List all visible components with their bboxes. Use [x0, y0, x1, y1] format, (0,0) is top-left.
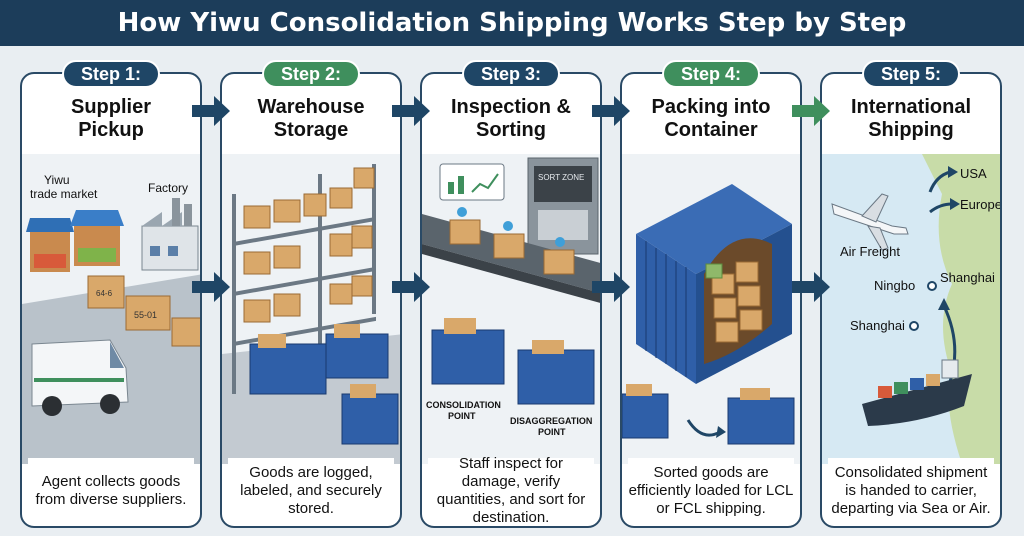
- arrow-right-icon: [192, 96, 230, 126]
- step-1-badge: Step 1:: [62, 60, 160, 88]
- step-5-badge: Step 5:: [862, 60, 960, 88]
- step-3-title: Inspection &Sorting: [450, 96, 571, 141]
- step-3-badge: Step 3:: [462, 60, 560, 88]
- arrow-right-icon: [592, 272, 630, 302]
- step-2-description: Goods are logged, labeled, and securely …: [228, 458, 394, 524]
- arrow-right-icon: [792, 272, 830, 302]
- step-4-description: Sorted goods are efficiently loaded for …: [628, 458, 794, 524]
- disaggregation-bin-icon: [517, 340, 595, 405]
- parcel-box-icon: 64-6 55-01: [87, 275, 200, 347]
- airplane-icon: [831, 193, 909, 251]
- storage-bin-icon: [249, 324, 399, 445]
- arrow-right-icon: [392, 96, 430, 126]
- step-3-description: Staff inspect for damage, verify quantit…: [428, 455, 594, 526]
- stored-boxes-icon: [243, 167, 375, 323]
- step-3-header: Inspection &Sorting: [422, 74, 600, 152]
- chart-monitor-icon: [439, 163, 505, 201]
- arrow-right-icon: [592, 96, 630, 126]
- delivery-van-icon: [31, 339, 129, 416]
- step-2-badge: Step 2:: [262, 60, 360, 88]
- inspected-box-icon: [449, 219, 575, 275]
- europe-label: Europe: [960, 197, 1002, 212]
- consolidation-bin-icon: [431, 318, 505, 385]
- shanghai-label-b: Shanghai: [850, 318, 905, 333]
- air-freight-label: Air Freight: [840, 244, 900, 259]
- usa-label: USA: [960, 166, 987, 181]
- factory-label: Factory: [148, 181, 188, 195]
- step-4-illustration: [622, 154, 800, 514]
- step-2-illustration: [222, 154, 400, 514]
- ningbo-label: Ningbo: [874, 278, 915, 293]
- shanghai-marker-icon: [909, 321, 919, 331]
- svg-text:55-01: 55-01: [134, 310, 157, 320]
- step-5-illustration: USA Europe Air Freight Ningbo Shanghai S…: [822, 154, 1000, 514]
- step-3-illustration: SORT ZONE: [422, 154, 600, 514]
- step-1-description: Agent collects goods from diverse suppli…: [28, 458, 194, 524]
- factory-icon: [141, 198, 199, 271]
- svg-text:SORT ZONE: SORT ZONE: [538, 173, 584, 182]
- arrow-right-icon: [192, 272, 230, 302]
- svg-text:64-6: 64-6: [96, 289, 113, 298]
- packed-cargo-icon: [705, 261, 763, 343]
- arrow-right-icon: [392, 272, 430, 302]
- gloved-hand-icon: [457, 207, 565, 247]
- arrow-right-icon: [792, 96, 830, 126]
- step-3-card: Inspection &Sorting SORT ZONE: [420, 72, 602, 528]
- market-stall-icon: [26, 210, 124, 272]
- page-title: How Yiwu Consolidation Shipping Works St…: [0, 0, 1024, 46]
- loading-bin-icon: [622, 384, 795, 445]
- sort-zone-panel-icon: SORT ZONE: [527, 157, 599, 255]
- coastline-map-icon: [922, 154, 1000, 464]
- step-4-badge: Step 4:: [662, 60, 760, 88]
- shanghai-label-a: Shanghai: [940, 270, 995, 285]
- step-5-description: Consolidated shipment is handed to carri…: [828, 458, 994, 524]
- route-arrow-usa-icon: [928, 170, 951, 193]
- cargo-ship-icon: [862, 359, 972, 426]
- ningbo-marker-icon: [927, 281, 937, 291]
